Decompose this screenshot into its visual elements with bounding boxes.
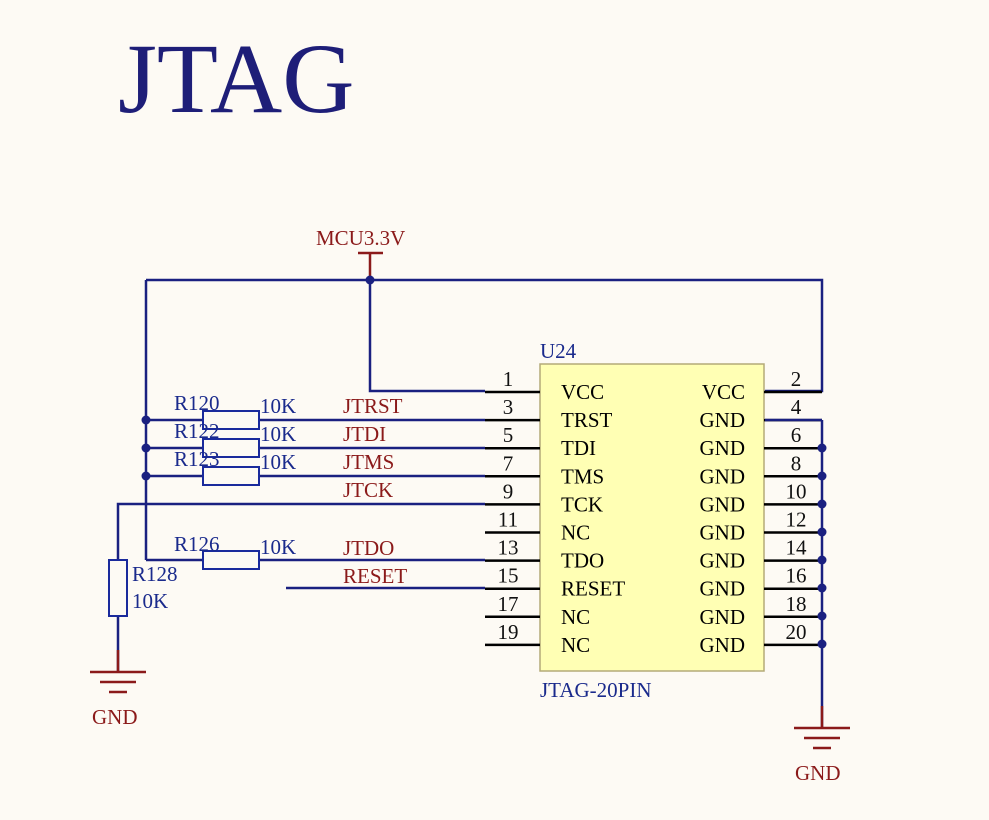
net-label: JTDO bbox=[343, 536, 394, 560]
pin-number: 19 bbox=[498, 620, 519, 644]
pin-number: 11 bbox=[498, 508, 518, 532]
junction-dots bbox=[141, 275, 827, 649]
pin-number: 12 bbox=[786, 508, 807, 532]
pin-name: GND bbox=[700, 492, 746, 516]
pin-name: NC bbox=[561, 633, 590, 657]
net-label: RESET bbox=[343, 564, 407, 588]
connector-body bbox=[539, 363, 765, 672]
signal-wires bbox=[116, 418, 824, 728]
pin-name: GND bbox=[700, 577, 746, 601]
resistor-value: 10K bbox=[260, 422, 296, 446]
schematic-title: JTAG bbox=[118, 23, 354, 134]
pin-name: RESET bbox=[561, 577, 625, 601]
resistor-r128 bbox=[108, 559, 128, 617]
pin-name: GND bbox=[700, 521, 746, 545]
connector-part-name: JTAG-20PIN bbox=[540, 678, 651, 702]
power-label: MCU3.3V bbox=[316, 226, 405, 250]
net-label: JTDI bbox=[343, 422, 386, 446]
pin-name: TDI bbox=[561, 436, 596, 460]
resistor-ref: R126 bbox=[174, 532, 220, 556]
pin-number: 9 bbox=[503, 479, 514, 503]
pin-number: 8 bbox=[791, 451, 802, 475]
pin-name: TDO bbox=[561, 549, 604, 573]
resistor-r122 bbox=[202, 438, 260, 458]
resistor-r123 bbox=[202, 466, 260, 486]
pin-name: GND bbox=[700, 408, 746, 432]
connector-pins: 1VCC3TRST5TDI7TMS9TCK11NC13TDO15RESET17N… bbox=[485, 367, 822, 657]
net-label: JTMS bbox=[343, 450, 394, 474]
connector-designator: U24 bbox=[540, 339, 577, 363]
resistor-value: 10K bbox=[260, 450, 296, 474]
pin-number: 16 bbox=[786, 564, 807, 588]
pin-name: GND bbox=[700, 436, 746, 460]
ground-symbol-right bbox=[794, 706, 850, 750]
resistor-value: 10K bbox=[132, 589, 168, 613]
pin-number: 3 bbox=[503, 395, 514, 419]
resistor-ref: R128 bbox=[132, 562, 178, 586]
pin-name: GND bbox=[700, 605, 746, 629]
pin-name: NC bbox=[561, 521, 590, 545]
pin-name: GND bbox=[700, 633, 746, 657]
pin-number: 10 bbox=[786, 479, 807, 503]
resistor-ref: R122 bbox=[174, 419, 220, 443]
pin-number: 14 bbox=[786, 536, 808, 560]
resistor-value: 10K bbox=[260, 394, 296, 418]
resistor-r126 bbox=[202, 550, 260, 570]
resistor-value: 10K bbox=[260, 535, 296, 559]
pin-number: 13 bbox=[498, 536, 519, 560]
resistor-r120 bbox=[202, 410, 260, 430]
pin-number: 15 bbox=[498, 564, 519, 588]
resistor-ref: R120 bbox=[174, 391, 220, 415]
pin-number: 5 bbox=[503, 423, 514, 447]
ground-label: GND bbox=[795, 761, 841, 785]
pin-name: VCC bbox=[702, 380, 745, 404]
pin-name: NC bbox=[561, 605, 590, 629]
pin-number: 7 bbox=[503, 451, 514, 475]
pin-number: 4 bbox=[791, 395, 802, 419]
pin-name: GND bbox=[700, 549, 746, 573]
pin-number: 1 bbox=[503, 367, 514, 391]
pin-name: GND bbox=[700, 464, 746, 488]
pin-number: 18 bbox=[786, 592, 807, 616]
net-label: JTCK bbox=[343, 478, 393, 502]
pin-number: 20 bbox=[786, 620, 807, 644]
net-label: JTRST bbox=[343, 394, 403, 418]
pin-number: 6 bbox=[791, 423, 802, 447]
ground-symbol-left bbox=[90, 650, 146, 694]
pin-number: 2 bbox=[791, 367, 802, 391]
pin-name: TRST bbox=[561, 408, 613, 432]
ground-label: GND bbox=[92, 705, 138, 729]
pin-name: VCC bbox=[561, 380, 604, 404]
pin-number: 17 bbox=[498, 592, 519, 616]
pin-name: TCK bbox=[561, 492, 603, 516]
resistor-ref: R123 bbox=[174, 447, 220, 471]
pin-name: TMS bbox=[561, 464, 604, 488]
